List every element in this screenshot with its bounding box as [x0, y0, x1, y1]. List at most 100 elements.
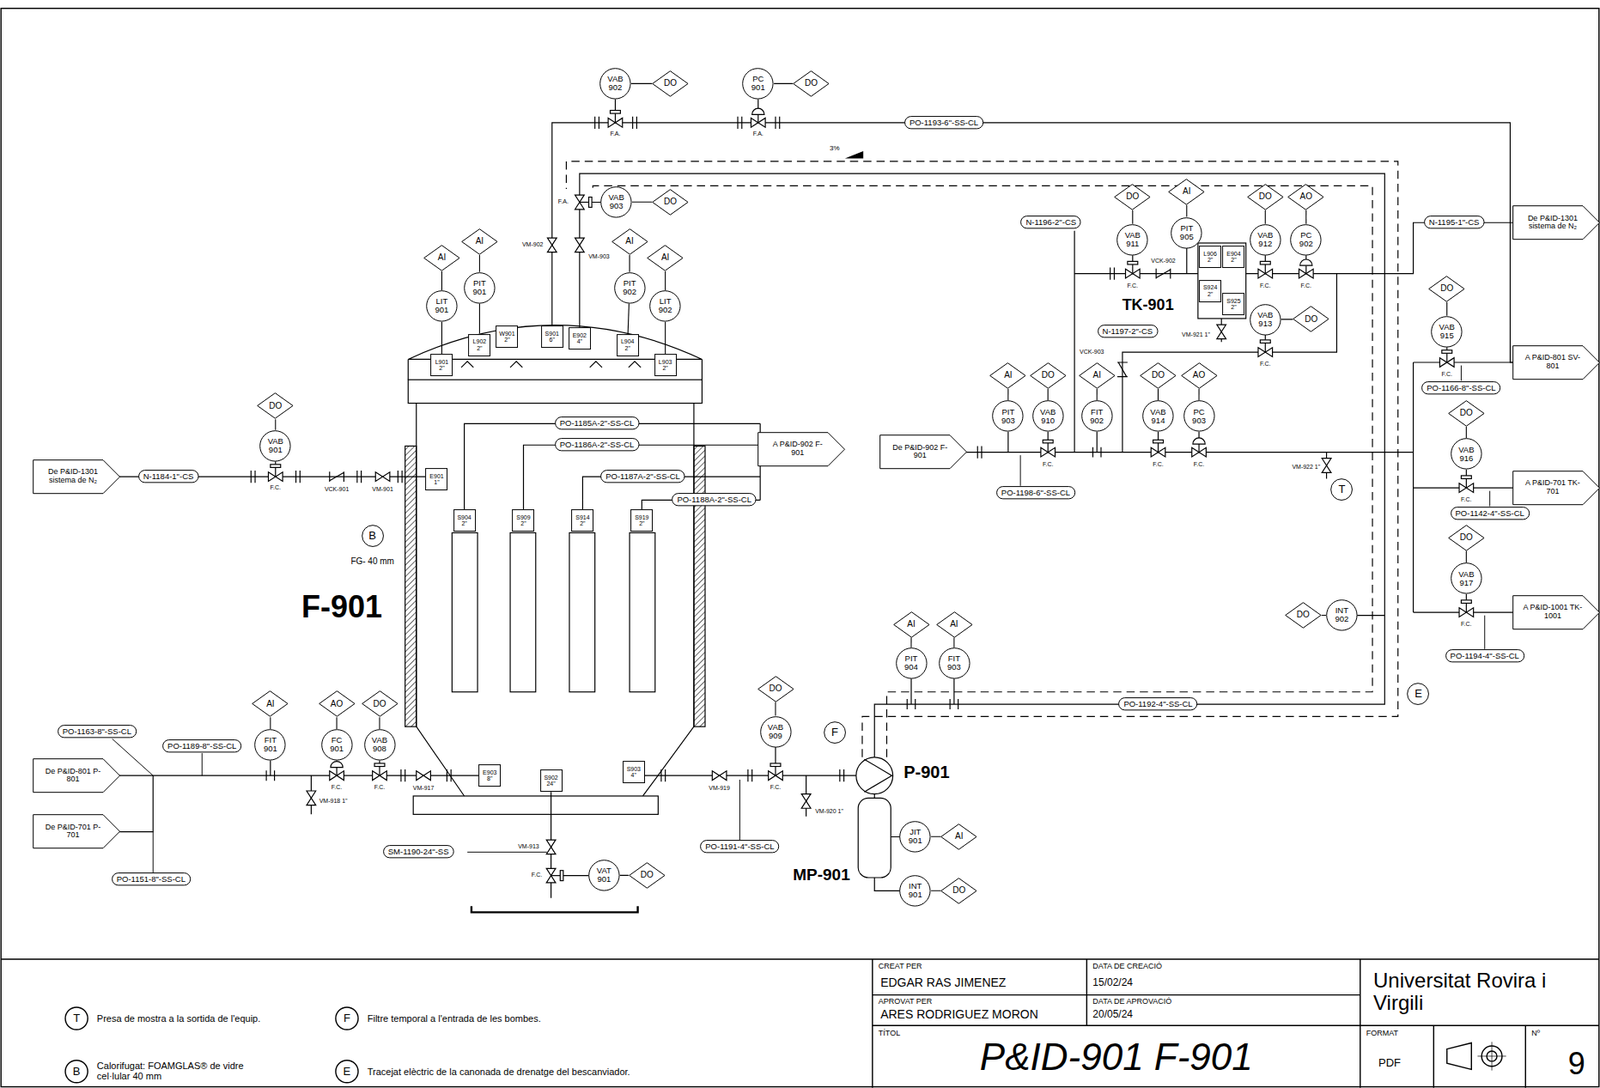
nozzle-tag: E903 8" [478, 764, 501, 787]
drawing-part [775, 116, 780, 129]
outline-shape [1290, 225, 1321, 256]
node-text: PO-1142-4"-SS-CL [1455, 509, 1525, 518]
drawing-part [329, 761, 345, 781]
outline-shape [260, 431, 291, 462]
annotation-label: F.C. [1300, 282, 1313, 290]
node-text: DO [1151, 371, 1165, 381]
drawing-part [857, 797, 891, 878]
annotation-label: F.C. [1151, 461, 1164, 469]
node-text: DO [1259, 192, 1272, 202]
signal-line [1131, 210, 1133, 225]
line-number-tag: PO-1186A-2"-SS-CL [554, 438, 640, 451]
outline-shape [757, 675, 793, 701]
signal-line [1305, 210, 1307, 225]
instrument-bubble: VAB 915 [1430, 316, 1463, 348]
drawing-part [471, 906, 639, 913]
annotation-label: FORMAT [1365, 1029, 1400, 1039]
node-text: F [831, 726, 839, 739]
signal-line [1321, 614, 1327, 616]
outline-shape [33, 459, 121, 493]
node-text: N-1196-2"-CS [1025, 218, 1077, 227]
annotation-label: F.C. [1126, 282, 1139, 290]
outline-shape [793, 71, 829, 97]
outline-shape [1030, 362, 1066, 388]
node-text: DO [1440, 284, 1454, 294]
nozzle-tag: L906 2" [1198, 245, 1222, 268]
line-number-tag: N-1197-2"-CS [1097, 324, 1159, 338]
legend-text: Tracejat elèctric de la canonada de dren… [367, 1065, 631, 1077]
node-text: PO-1194-4"-SS-CL [1450, 651, 1520, 661]
instrument-bubble: VAB 908 [364, 729, 396, 761]
outline-shape [1168, 179, 1205, 205]
drawing-part [375, 472, 390, 482]
signal-diamond: DO [1447, 400, 1485, 427]
signal-line [1466, 426, 1467, 439]
node-text: T [1338, 483, 1345, 496]
drawing-part [1477, 1041, 1506, 1071]
annotation-label: 15/02/24 [1091, 978, 1134, 990]
signal-line [910, 638, 912, 648]
outline-shape [462, 229, 498, 255]
instrument-bubble: INT 901 [899, 875, 931, 907]
annotation-label: 3% [828, 145, 841, 153]
outline-shape [1247, 184, 1284, 210]
drawing-part [547, 237, 557, 253]
annotation-label: F.A. [557, 198, 570, 206]
signal-diamond: DO [1113, 183, 1151, 211]
annotation-label: Universitat Rovira i Virgili [1372, 968, 1599, 1015]
annotation-label: VM-913 [517, 843, 541, 851]
outline-shape [1293, 306, 1329, 332]
node-text: FIT 901 [259, 736, 282, 754]
signal-diamond: AI [1078, 362, 1116, 390]
line-number-tag: PO-1194-4"-SS-CL [1445, 649, 1525, 663]
outline-shape [1448, 400, 1485, 426]
drawing-part [964, 452, 1414, 480]
node-text: De P&ID-1301 sistema de N₂ [42, 468, 104, 485]
annotation-label: VM-901 [371, 486, 395, 493]
annotation-label: VCK-901 [323, 486, 350, 493]
node-text: A P&ID-701 TK-701 [1522, 479, 1583, 496]
offpage-connector: A P&ID-701 TK-701 [1512, 470, 1600, 505]
outline-shape [426, 291, 457, 322]
instrument-bubble: FIT 903 [938, 647, 971, 680]
node-text: PO-1188A-2"-SS-CL [676, 495, 752, 505]
instrument-bubble: PC 902 [1289, 224, 1322, 256]
outline-shape [601, 187, 632, 218]
node-text: AI [438, 253, 446, 263]
outline-shape [611, 229, 647, 255]
signal-diamond: AI [646, 244, 684, 272]
drawing-part [270, 248, 1187, 776]
annotation-label: CREAT PER [877, 962, 924, 972]
instrument-bubble: PIT 905 [1170, 217, 1203, 250]
annotation-label: MP-901 [791, 866, 852, 885]
outline-shape [631, 509, 653, 531]
node-text: DO [663, 79, 677, 89]
outline-shape [1429, 275, 1465, 301]
drawing-part [1258, 261, 1273, 279]
node-text: VAB 916 [1454, 445, 1478, 463]
drawing-part [1413, 362, 1516, 613]
signal-line [1265, 210, 1266, 225]
annotation-label: VM-919 [707, 785, 731, 793]
drawing-part [510, 532, 536, 692]
nozzle-tag: E901 1" [425, 468, 448, 491]
node-text: PIT 901 [468, 279, 491, 297]
drawing-part [546, 868, 564, 883]
node-text: VAB 917 [1454, 570, 1478, 588]
node-text: VAB 910 [1036, 407, 1059, 426]
outline-shape [936, 611, 972, 637]
line-number-tag: N-1184-1"-CS [138, 469, 200, 483]
nozzle-tag: E902 4" [568, 327, 591, 350]
outline-shape [1512, 595, 1600, 629]
instrument-bubble: VAB 913 [1249, 304, 1282, 336]
drawing-part [629, 532, 656, 692]
outline-shape [900, 821, 931, 852]
outline-shape [425, 468, 448, 491]
instrument-bubble: VAB 902 [599, 67, 632, 100]
node-text: E901 1" [428, 473, 446, 487]
signal-diamond: DO [757, 675, 795, 703]
drawing-part [250, 470, 256, 483]
drawing-part [874, 794, 901, 892]
node-text: DO [1125, 192, 1139, 202]
